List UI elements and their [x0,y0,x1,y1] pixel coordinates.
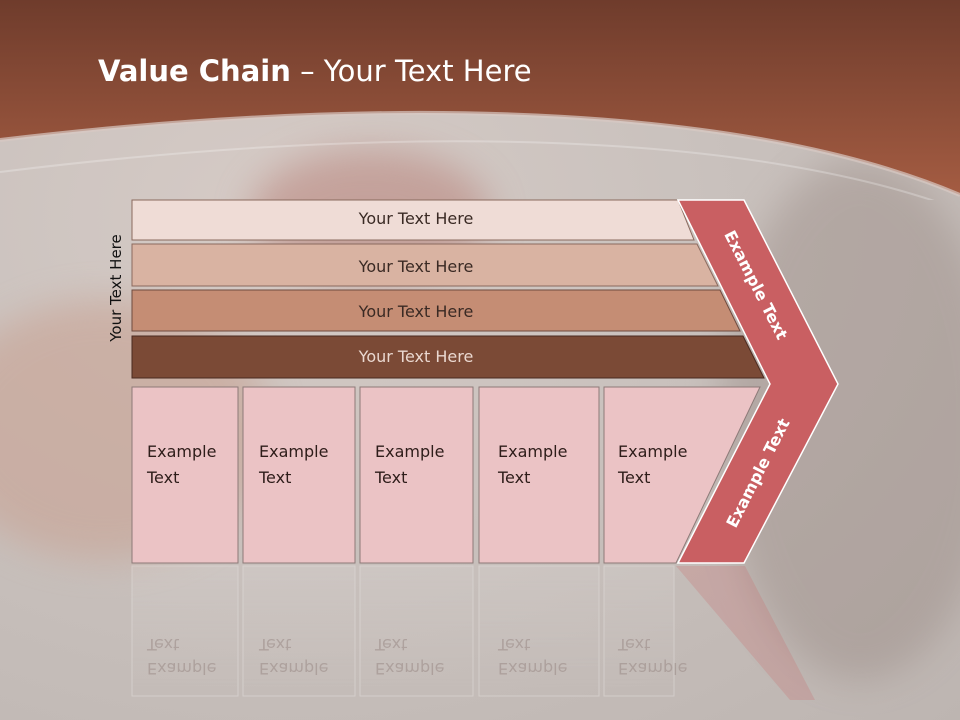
cell-2-line2: Text [259,468,292,487]
cell-4-line2: Text [498,468,531,487]
cell-1 [131,386,239,564]
chevron-arrow [676,199,839,564]
cell-3-reflection-line2: Text [375,635,408,654]
cell-4-line1: Example [498,442,568,461]
cell-2-reflection-line2: Text [259,635,292,654]
cell-5-line2: Text [618,468,651,487]
bar-1 [131,199,695,241]
title-bold: Value Chain [98,54,291,88]
cell-2 [242,386,356,564]
bar-2 [131,243,719,287]
cell-1-reflection-line2: Text [147,635,180,654]
cell-2-reflection-line1: Example [259,659,329,678]
title-rest: – Your Text Here [290,54,532,88]
cell-3-reflection-line1: Example [375,659,445,678]
cell-1-reflection: Example Text [147,632,237,680]
cell-5-reflection-line2: Text [618,635,651,654]
cell-1-reflection-line1: Example [147,659,217,678]
cell-5-reflection: Example Text [618,632,708,680]
bar-4-label: Your Text Here [358,347,474,366]
bar-3-label: Your Text Here [358,302,474,321]
cell-3-reflection: Example Text [375,632,465,680]
cell-1-line1: Example [147,442,217,461]
bar-2-label: Your Text Here [358,257,474,276]
cell-3-line1: Example [375,442,445,461]
cell-5-line1: Example [618,442,688,461]
bar-3 [131,289,741,332]
cell-4-reflection-line1: Example [498,659,568,678]
cell-4-reflection-line2: Text [498,635,531,654]
slide-title: Value Chain – Your Text Here [98,54,532,88]
cell-2-reflection: Example Text [259,632,349,680]
bar-1-label: Your Text Here [358,209,474,228]
cell-2-line1: Example [259,442,329,461]
bar-4 [131,335,765,379]
cell-5-reflection-line1: Example [618,659,688,678]
cell-3-line2: Text [375,468,408,487]
cell-1-line2: Text [147,468,180,487]
cell-4 [478,386,600,564]
header-band [0,0,960,200]
cell-5 [603,386,761,564]
cell-4-reflection: Example Text [498,632,588,680]
reflection-group [131,565,815,700]
cell-3 [359,386,474,564]
